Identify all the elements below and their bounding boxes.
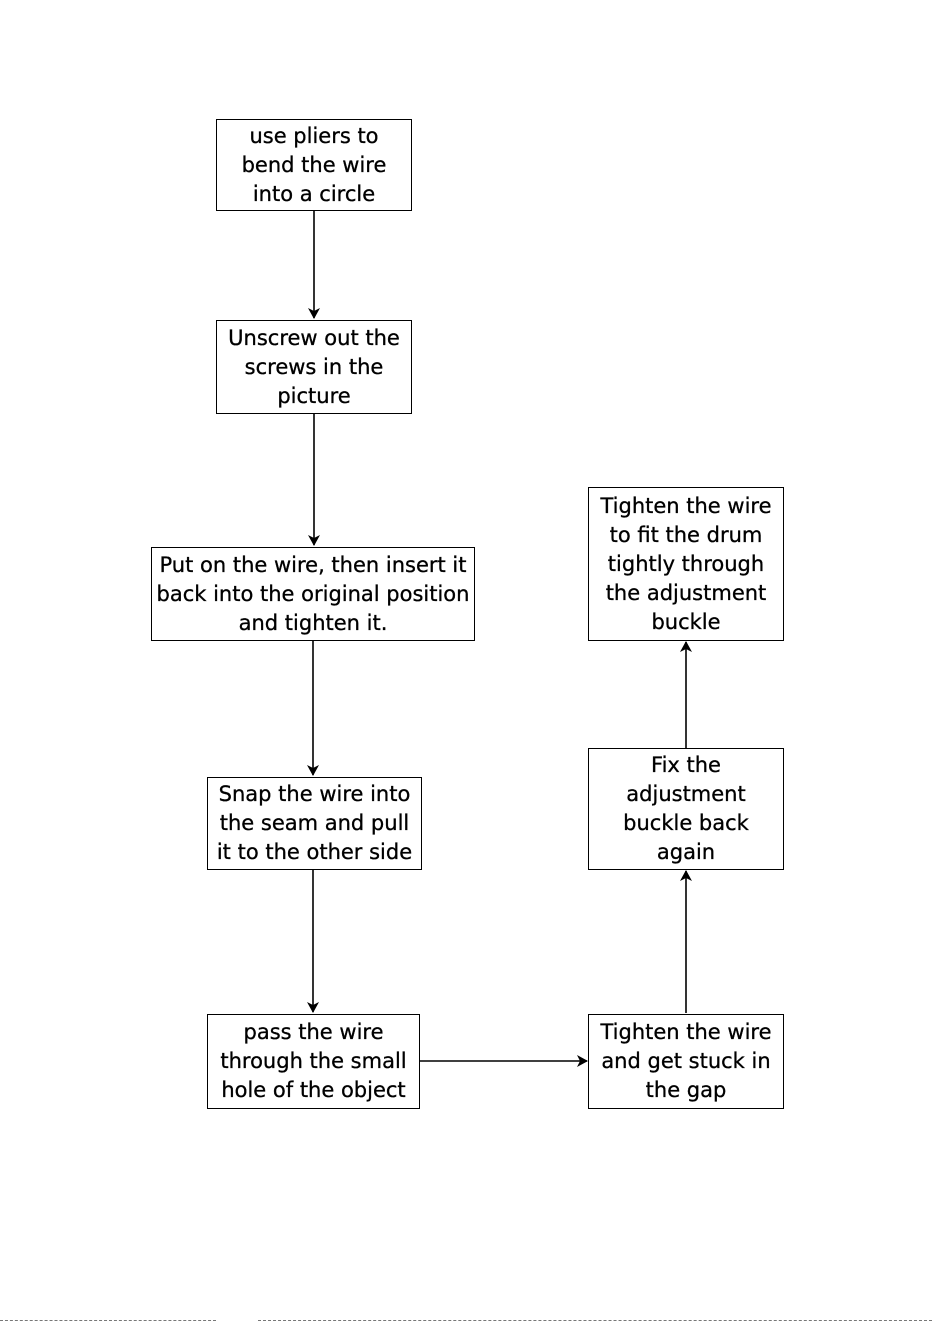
page-bottom-rule [0, 1320, 216, 1321]
step-fix-buckle: Fix the adjustment buckle back again [588, 748, 784, 870]
step-tighten-drum: Tighten the wire to fit the drum tightly… [588, 487, 784, 641]
step-pass-wire: pass the wire through the small hole of … [207, 1014, 420, 1109]
page-bottom-rule-right [258, 1320, 932, 1321]
step-unscrew-screws: Unscrew out the screws in the picture [216, 320, 412, 414]
step-bend-wire: use pliers to bend the wire into a circl… [216, 119, 412, 211]
step-tighten-wire-gap: Tighten the wire and get stuck in the ga… [588, 1014, 784, 1109]
step-snap-wire: Snap the wire into the seam and pull it … [207, 777, 422, 870]
step-put-on-wire: Put on the wire, then insert it back int… [151, 547, 475, 641]
